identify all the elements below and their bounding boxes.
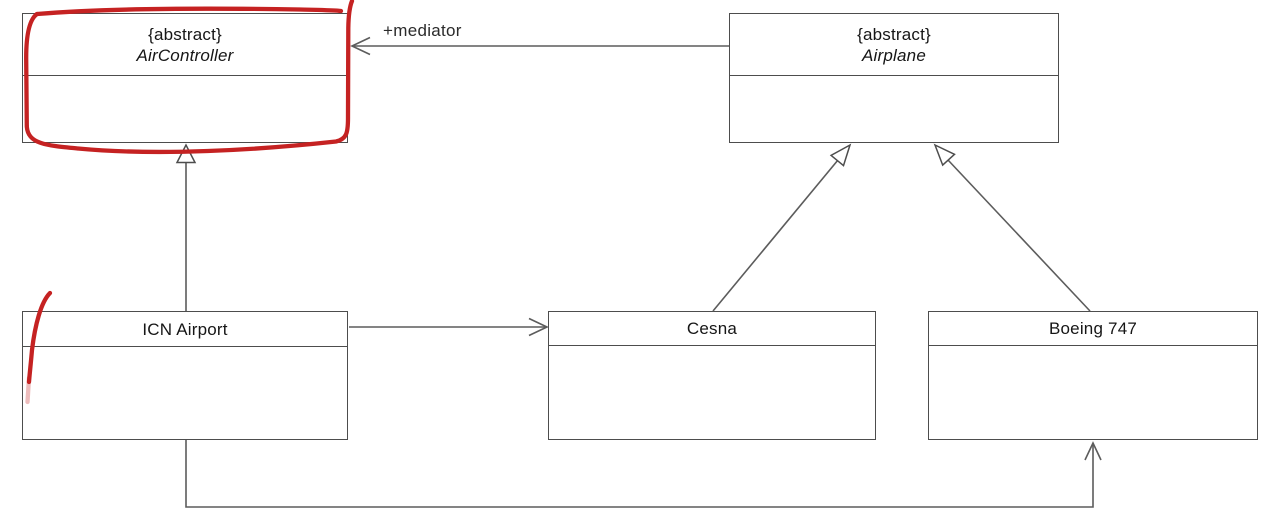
class-box-aircontroller: {abstract} AirController [22, 13, 348, 143]
class-name: ICN Airport [142, 319, 228, 339]
class-title-compartment: {abstract} Airplane [730, 14, 1058, 76]
class-title-compartment: ICN Airport [23, 312, 347, 347]
class-title-compartment: {abstract} AirController [23, 14, 347, 76]
class-box-airplane: {abstract} Airplane [729, 13, 1059, 143]
arrowhead-left-icon [350, 36, 371, 56]
association-icn-boeing-line [185, 440, 1094, 508]
arrowhead-right-icon [528, 317, 549, 337]
mediator-role-label: +mediator [383, 21, 462, 40]
class-name: Boeing 747 [1048, 319, 1138, 338]
class-name: AirController [136, 45, 234, 65]
class-title-compartment: Cesna [549, 312, 875, 346]
class-name: Airplane [862, 45, 926, 65]
arrowhead-up-icon [1084, 441, 1102, 461]
generalization-triangle-icon [829, 143, 852, 167]
generalization-triangle-icon [933, 143, 956, 167]
stereotype-label: {abstract} [857, 24, 931, 44]
class-box-boeing-747: Boeing 747 [928, 311, 1258, 440]
class-box-cesna: Cesna [548, 311, 876, 440]
class-box-icn-airport: ICN Airport [22, 311, 348, 440]
stereotype-label: {abstract} [148, 24, 222, 44]
generalization-triangle-icon [175, 143, 197, 164]
class-name: Cesna [686, 319, 738, 338]
generalization-boeing-airplane-line [947, 159, 1091, 312]
class-title-compartment: Boeing 747 [929, 312, 1257, 346]
generalization-cesna-airplane-line [712, 159, 839, 312]
